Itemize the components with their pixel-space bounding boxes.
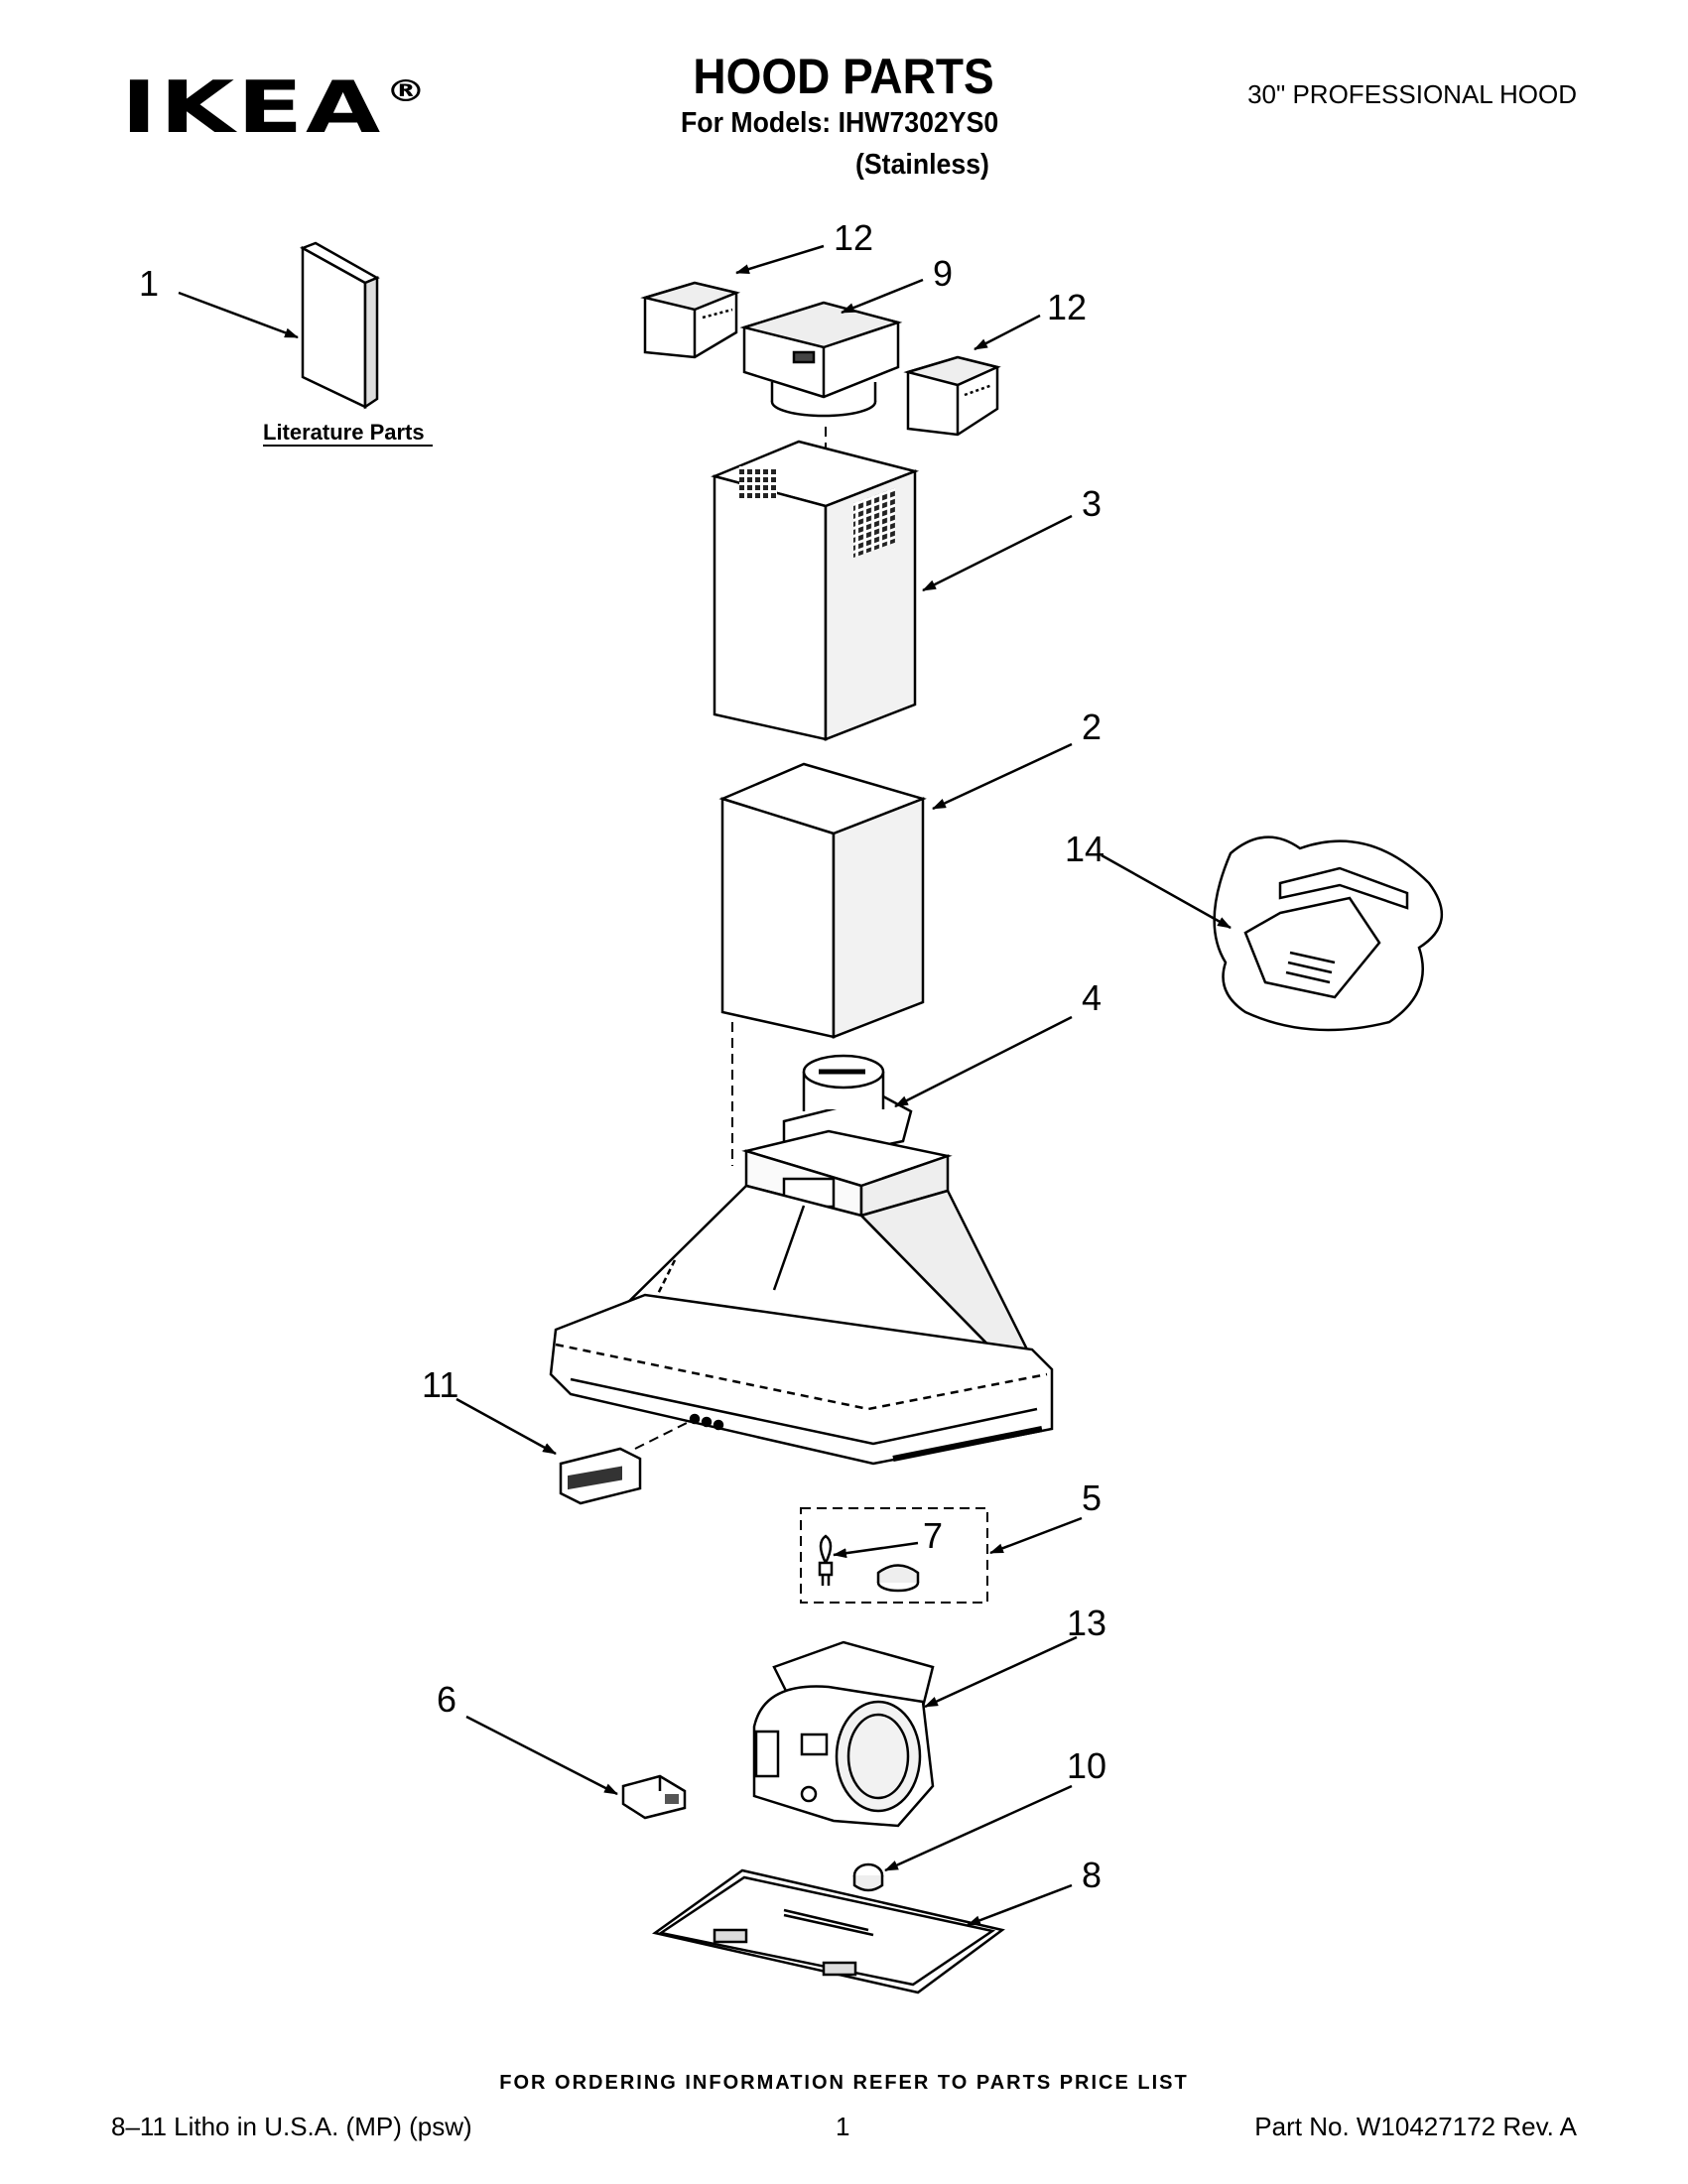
leader-lines [178,244,1232,1927]
part-number: Part No. W10427172 Rev. A [1254,2112,1577,2141]
callout-6: 6 [437,1679,456,1720]
blower-assembly [752,1640,935,1828]
ordering-note: FOR ORDERING INFORMATION REFER TO PARTS … [499,2072,1189,2094]
callout-9: 9 [933,253,953,294]
lamp-kit-group [800,1507,988,1604]
callout-4: 4 [1082,977,1102,1018]
callout-3: 3 [1082,483,1102,524]
callout-14: 14 [1065,829,1104,869]
control-board [559,1447,642,1505]
callout-10: 10 [1067,1745,1106,1786]
callout-11: 11 [422,1364,458,1405]
brand-name: IKEA [121,65,383,149]
upper-chimney-cover [711,440,920,741]
callout-12-top: 12 [834,217,873,258]
lower-chimney-cover [718,762,927,1039]
damper-transition [739,301,903,418]
literature-part [300,241,380,410]
literature-parts-label: Literature Parts [263,420,425,445]
ikea-logo: IKEA® [121,71,429,143]
callout-8: 8 [1082,1855,1102,1895]
registered-mark: ® [385,74,429,109]
callout-1: 1 [139,263,159,304]
ballast [621,1774,687,1820]
callout-2: 2 [1082,707,1102,747]
litho-info: 8–11 Litho in U.S.A. (MP) (psw) [111,2112,472,2141]
page-number: 1 [836,2112,850,2141]
page-title: HOOD PARTS [693,49,994,104]
finish-line: (Stainless) [855,149,989,181]
callout-13: 13 [1067,1603,1106,1643]
halogen-bulb [818,1534,834,1586]
mounting-kit-bag [1213,835,1444,1032]
grease-filters [652,1868,1005,1994]
capacitor [852,1863,884,1892]
duct-connector-left [640,281,741,359]
callout-7: 7 [923,1515,943,1556]
lamp-socket [876,1564,920,1593]
product-name: 30" PROFESSIONAL HOOD [1247,79,1577,109]
callout-12-right: 12 [1047,287,1087,327]
callout-5: 5 [1082,1477,1102,1518]
duct-connector-right [903,355,1001,437]
models-line: For Models: IHW7302YS0 [681,107,999,139]
hood-canopy [549,1129,1054,1466]
